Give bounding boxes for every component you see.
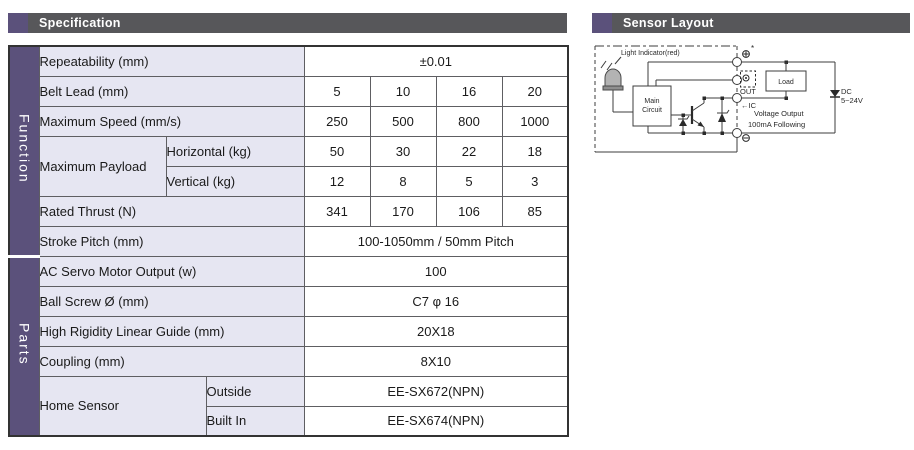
dc-label-2: 5~24V [841, 96, 863, 105]
table-row: Rated Thrust (N) 341 170 106 85 [9, 195, 569, 227]
row-label: Ball Screw Ø (mm) [38, 285, 305, 317]
row-label: Maximum Speed (mm/s) [38, 105, 305, 137]
plus-terminal-icon [742, 50, 750, 58]
row-sublabel: Outside [205, 375, 305, 407]
dc-supply-icon [830, 90, 840, 98]
section-function-label: Function [16, 114, 33, 185]
terminal-out [732, 93, 742, 103]
row-value: 85 [501, 195, 569, 227]
row-value: 20 [501, 75, 569, 107]
main-circuit-box: Main Circuit [632, 85, 672, 127]
table-row: Built In EE-SX674(NPN) [9, 405, 569, 437]
led-indicator-icon [600, 60, 624, 91]
sensor-layout-diagram: Light Indicator(red) Main Circuit [588, 40, 914, 165]
terminal-select [732, 75, 742, 85]
row-value: 8X10 [303, 345, 569, 377]
row-value: 500 [369, 105, 437, 137]
row-value: 5 [435, 165, 503, 197]
row-value: 100 [303, 255, 569, 287]
main-circuit-label-2: Circuit [642, 107, 662, 114]
row-value: 106 [435, 195, 503, 227]
row-label: AC Servo Motor Output (w) [38, 255, 305, 287]
row-sublabel: Built In [205, 405, 305, 437]
sensor-layout-header-label: Sensor Layout [612, 13, 910, 33]
section-parts-label: Parts [16, 323, 33, 367]
specification-header-label: Specification [28, 13, 567, 33]
row-value: EE-SX672(NPN) [303, 375, 569, 407]
row-value: 250 [303, 105, 371, 137]
row-label: Home Sensor [38, 375, 207, 437]
row-value: EE-SX674(NPN) [303, 405, 569, 437]
table-row: Belt Lead (mm) 5 10 16 20 [9, 75, 569, 107]
row-value: C7 φ 16 [303, 285, 569, 317]
row-label: Rated Thrust (N) [38, 195, 305, 227]
table-row: Home Sensor Outside EE-SX672(NPN) [9, 375, 569, 437]
terminals [732, 57, 742, 138]
row-value: 1000 [501, 105, 569, 137]
terminal-plus [732, 57, 742, 67]
table-row: Function Repeatability (mm) ±0.01 [8, 45, 569, 257]
row-value: 20X18 [303, 315, 569, 347]
plus-terminal-note: * [751, 44, 754, 53]
table-row: Ball Screw Ø (mm) C7 φ 16 [9, 285, 569, 317]
row-value: 100-1050mm / 50mm Pitch [303, 225, 569, 257]
terminal-minus [732, 128, 742, 138]
row-value: 8 [369, 165, 437, 197]
ic-label: ←IC [741, 101, 757, 110]
row-sublabel: Horizontal (kg) [165, 135, 305, 167]
zener-diode-left-icon [678, 115, 690, 133]
row-sublabel: Vertical (kg) [165, 165, 305, 197]
row-label: Stroke Pitch (mm) [38, 225, 305, 257]
zener-diode-right-icon [717, 98, 730, 133]
sensor-circuit-svg: Light Indicator(red) Main Circuit [594, 44, 863, 153]
section-parts: Parts [8, 254, 40, 437]
row-value: 30 [369, 135, 437, 167]
row-label: High Rigidity Linear Guide (mm) [38, 315, 305, 347]
table-row: Stroke Pitch (mm) 100-1050mm / 50mm Pitc… [9, 225, 569, 257]
header-accent-square [592, 13, 612, 33]
row-value: ±0.01 [303, 45, 569, 77]
minus-terminal-icon [742, 134, 750, 142]
section-function: Function [8, 45, 40, 257]
light-indicator-label: Light Indicator(red) [621, 50, 680, 57]
load-box: Load [765, 70, 807, 92]
table-row: High Rigidity Linear Guide (mm) 20X18 [9, 315, 569, 347]
row-value: 12 [303, 165, 371, 197]
load-label: Load [778, 79, 794, 86]
row-value: 341 [303, 195, 371, 227]
header-accent-square [8, 13, 28, 33]
output-note-1: Voltage Output [754, 109, 805, 118]
table-row: Maximum Payload Horizontal (kg) 50 30 22… [9, 135, 569, 197]
table-row: Coupling (mm) 8X10 [9, 345, 569, 377]
table-row: Vertical (kg) 12 8 5 3 [9, 165, 569, 197]
sensor-layout-header: Sensor Layout [592, 13, 910, 33]
table-row: Maximum Speed (mm/s) 250 500 800 1000 [9, 105, 569, 137]
row-value: 16 [435, 75, 503, 107]
table-row: Parts AC Servo Motor Output (w) 100 [8, 254, 569, 437]
dc-label-1: DC [841, 87, 852, 96]
row-value: 5 [303, 75, 371, 107]
row-value: 800 [435, 105, 503, 137]
npn-transistor-icon [690, 98, 705, 133]
row-value: 50 [303, 135, 371, 167]
row-label: Coupling (mm) [38, 345, 305, 377]
row-value: 18 [501, 135, 569, 167]
row-label: Belt Lead (mm) [38, 75, 305, 107]
row-label: Maximum Payload [38, 135, 167, 197]
row-value: 3 [501, 165, 569, 197]
specification-table: Function Repeatability (mm) ±0.01 Belt L… [8, 45, 570, 437]
row-value: 10 [369, 75, 437, 107]
row-value: 22 [435, 135, 503, 167]
row-label: Repeatability (mm) [38, 45, 305, 77]
row-value: 170 [369, 195, 437, 227]
select-terminal-icon [740, 70, 756, 88]
out-terminal-label: OUT [740, 87, 756, 96]
specification-header: Specification [8, 13, 567, 33]
output-note-2: 100mA Following [748, 120, 805, 129]
main-circuit-label-1: Main [644, 98, 659, 105]
